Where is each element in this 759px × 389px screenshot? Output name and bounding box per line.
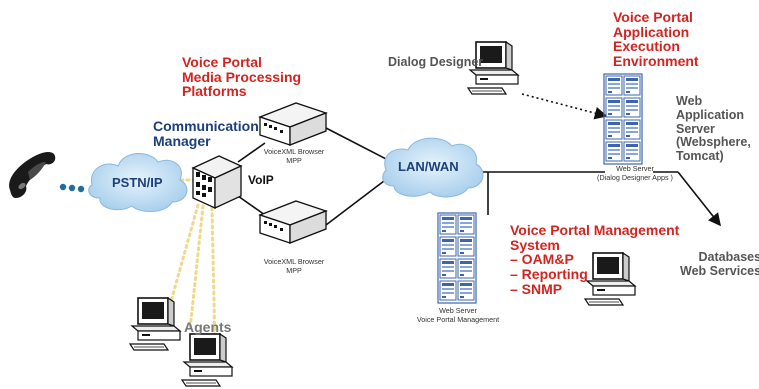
agents-label: Agents — [184, 319, 232, 335]
mpp-box-icon-top — [259, 102, 327, 146]
web-server-dialog-designer-caption: Web Server(Dialog Designer Apps ) — [597, 164, 673, 182]
workstation-icon-agent-2 — [181, 333, 233, 387]
handset-link-dots — [59, 183, 85, 193]
workstation-icon-agent-1 — [129, 297, 181, 351]
pstn-label: PSTN/IP — [112, 175, 163, 190]
dialog-designer-label: Dialog Designer — [388, 55, 484, 69]
pstn-cloud-icon — [88, 153, 188, 212]
network-links — [237, 127, 721, 227]
mpp-box-icon-bottom — [259, 200, 327, 244]
switch-icon — [191, 155, 243, 210]
server-rack-icon-management — [437, 212, 477, 304]
lanwan-label: LAN/WAN — [398, 159, 459, 174]
voip-label: VoIP — [248, 173, 274, 187]
handset-icon — [9, 152, 56, 198]
dialog-designer-arrow — [521, 93, 608, 120]
server-rack-icon-dialog-designer — [603, 73, 643, 165]
lanwan-cloud-icon — [382, 137, 484, 198]
